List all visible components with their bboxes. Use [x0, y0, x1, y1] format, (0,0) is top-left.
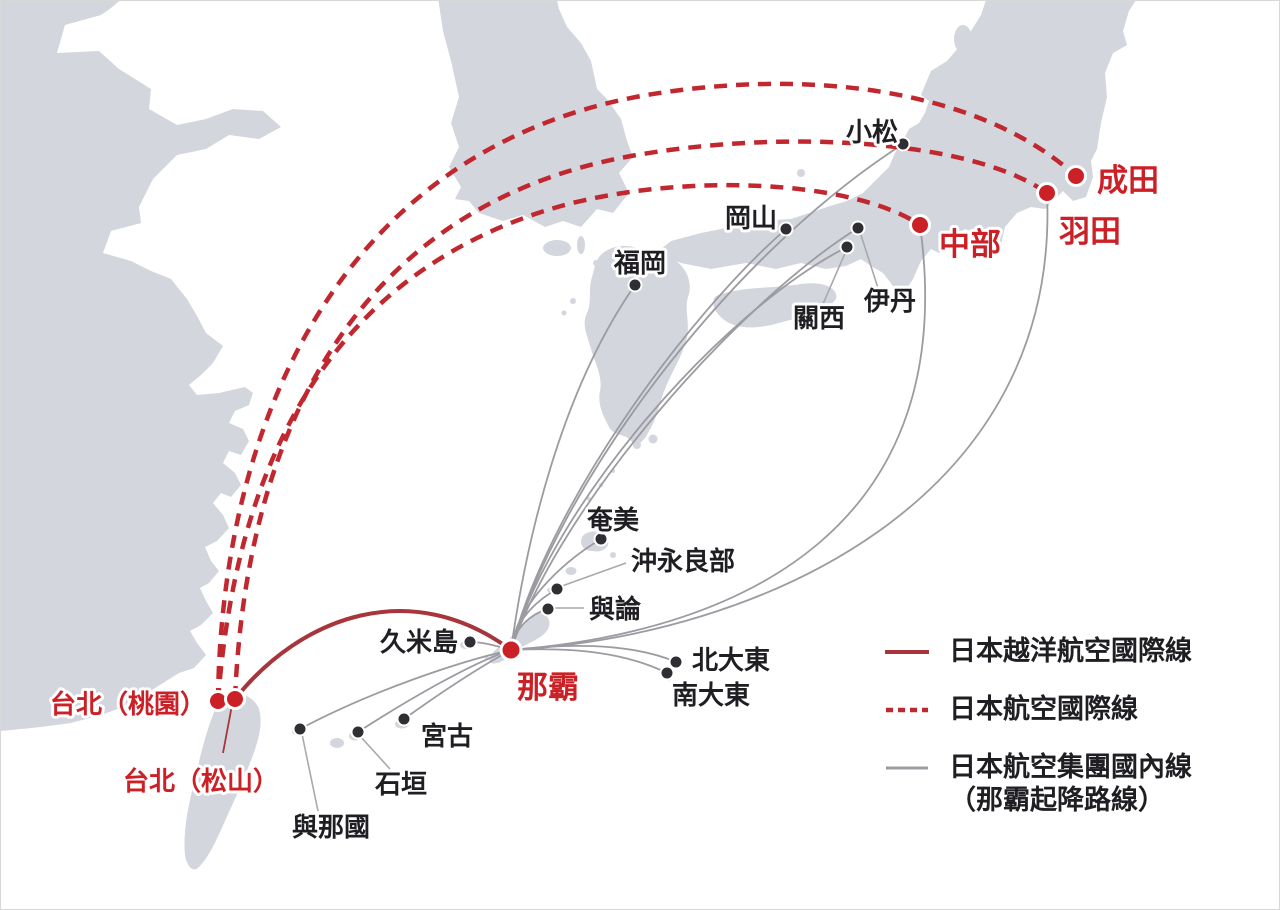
- leader-line-kansai: [822, 250, 847, 305]
- legend-item-jal-international: 日本航空國際線: [885, 693, 1192, 726]
- leader-line-okinoerabu: [561, 562, 627, 587]
- leader-line-songshan: [222, 704, 233, 754]
- landmass-shikoku: [713, 283, 837, 328]
- landmass-tsushima: [577, 236, 585, 254]
- city-dot-okinoerabu: [549, 581, 565, 597]
- landmass-taiwan: [184, 693, 261, 870]
- city-dot-naha: [499, 638, 523, 662]
- legend-label: 日本越洋航空國際線: [949, 636, 1192, 666]
- city-label-itami: 伊丹: [863, 286, 916, 316]
- city-dot-itami: [850, 220, 866, 236]
- city-label-chubu: 中部: [939, 227, 1001, 262]
- city-dot-okayama: [778, 221, 794, 237]
- city-label-kumejima: 久米島: [380, 627, 458, 657]
- route-taoyuan-narita: [215, 81, 1078, 702]
- legend-label: 日本航空集團國內線: [949, 752, 1192, 782]
- leader-line-itami: [859, 231, 879, 289]
- route-naha-komatsu: [510, 143, 904, 651]
- route-naha-fukuoka: [510, 284, 636, 651]
- city-label-songshan: 台北（松山）: [123, 766, 279, 796]
- landmass-tokunoshima: [565, 567, 577, 575]
- landmass-china: [1, 1, 281, 731]
- landmass-korea: [438, 1, 633, 227]
- route-songshan-naha: [233, 609, 513, 701]
- domestic-routes: [299, 143, 1049, 733]
- landmasses: [1, 1, 1136, 870]
- route-naha-kitadaito: [510, 644, 677, 663]
- city-label-okinoerabu: 沖永良部: [631, 546, 735, 576]
- city-dot-kumejima: [462, 634, 478, 650]
- legend: 日本越洋航空國際線 日本航空國際線 日本航空集團國內線 （那霸起降路線）: [885, 635, 1192, 817]
- city-dot-miyako: [396, 711, 412, 727]
- city-dot-haneda: [1036, 182, 1058, 204]
- city-dot-chubu: [909, 214, 931, 236]
- international-routes: [215, 81, 1078, 702]
- city-dot-kitadaito: [668, 654, 684, 670]
- legend-label: 日本航空國際線: [949, 694, 1138, 724]
- leader-line-ishigaki: [359, 735, 391, 770]
- legend-label-line2: （那霸起降路線）: [949, 785, 1165, 815]
- city-label-okayama: 岡山: [725, 203, 777, 233]
- landmass-tanegashima: [648, 434, 658, 444]
- city-label-kitadaito: 北大東: [692, 645, 770, 675]
- route-naha-okayama: [510, 228, 787, 651]
- route-naha-ishigaki: [357, 649, 512, 733]
- city-label-komatsu: 小松: [846, 117, 898, 147]
- landmass-iriomote: [330, 738, 344, 748]
- landmass-kyushu: [584, 245, 690, 445]
- legend-item-jal-domestic: 日本航空集團國內線 （那霸起降路線）: [885, 751, 1192, 817]
- city-dot-komatsu: [895, 136, 911, 152]
- route-taoyuan-chubu: [215, 182, 922, 702]
- city-label-yonaguni: 與那國: [292, 812, 370, 842]
- city-dot-yonaguni: [292, 721, 308, 737]
- route-naha-yonaguni: [299, 649, 512, 730]
- landmass-kakeroma: [610, 552, 616, 558]
- city-label-fukuoka: 福岡: [613, 248, 666, 278]
- landmass-honshu: [656, 1, 1136, 298]
- landmass-sado: [954, 25, 972, 53]
- city-label-amami: 奄美: [587, 505, 639, 535]
- city-label-naha: 那霸: [517, 670, 579, 705]
- city-label-narita: 成田: [1097, 163, 1159, 198]
- city-dot-kansai: [839, 239, 855, 255]
- city-dot-narita: [1065, 165, 1087, 187]
- route-songshan-haneda: [232, 139, 1049, 700]
- route-naha-minamidaito: [510, 648, 668, 674]
- jal-international-line-swatch: [886, 707, 928, 712]
- airport-dots: [207, 136, 1087, 740]
- city-label-ishigaki: 石垣: [374, 769, 427, 799]
- city-dot-fukuoka: [627, 277, 643, 293]
- landmass-penghu: [228, 770, 234, 776]
- legend-item-jta-international: 日本越洋航空國際線: [885, 635, 1192, 668]
- city-dot-songshan: [224, 688, 246, 710]
- city-dot-minamidaito: [659, 665, 675, 681]
- city-label-haneda: 羽田: [1059, 214, 1121, 249]
- route-naha-kansai: [510, 246, 848, 651]
- label-leader-lines: [222, 231, 879, 812]
- city-label-yoron: 與論: [589, 594, 642, 624]
- route-naha-itami: [510, 227, 859, 651]
- leader-line-yonaguni: [301, 733, 319, 812]
- landmass-goto: [561, 310, 567, 316]
- landmass-goto: [570, 298, 576, 304]
- landmass-jeju: [543, 240, 571, 256]
- landmass-oki: [797, 169, 805, 177]
- route-naha-miyako: [403, 649, 512, 720]
- city-dot-ishigaki: [350, 724, 366, 740]
- landmass-yakushima: [633, 441, 641, 449]
- city-label-miyako: 宮古: [421, 721, 473, 751]
- city-dot-yoron: [540, 601, 556, 617]
- jal-domestic-line-swatch: [886, 766, 928, 770]
- city-dot-amami: [593, 531, 609, 547]
- city-label-kansai: 關西: [793, 303, 845, 333]
- route-naha-chubu: [510, 224, 926, 651]
- jta-international-line-swatch: [885, 649, 929, 654]
- city-label-taoyuan: 台北（桃園）: [50, 689, 206, 719]
- route-naha-haneda: [510, 192, 1049, 651]
- city-label-minamidaito: 南大東: [672, 680, 750, 710]
